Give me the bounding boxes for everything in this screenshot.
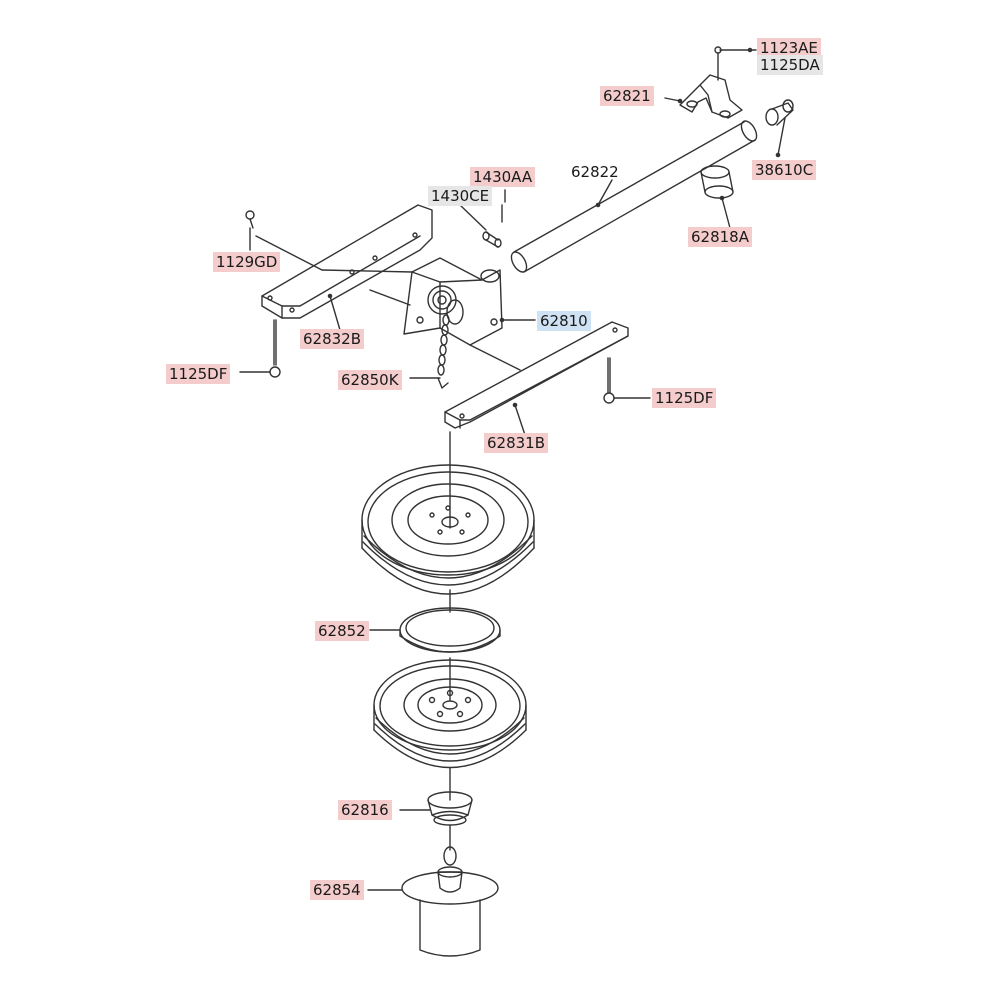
bolt-1129gd <box>245 210 255 251</box>
label-62816[interactable]: 62816 <box>338 800 392 820</box>
label-62854[interactable]: 62854 <box>310 880 364 900</box>
bolt-1125df-left <box>239 319 281 378</box>
bushing-62818a <box>700 165 734 229</box>
label-62821[interactable]: 62821 <box>600 86 654 106</box>
cap-62816 <box>399 791 473 826</box>
label-62852[interactable]: 62852 <box>315 621 369 641</box>
label-1125df-left[interactable]: 1125DF <box>166 364 231 384</box>
winch-62810 <box>321 257 536 346</box>
rail-62832b <box>255 204 433 331</box>
label-1430aa[interactable]: 1430AA <box>470 167 536 187</box>
label-1123ae[interactable]: 1123AE <box>757 38 821 58</box>
bolt-1125df-right <box>603 357 651 404</box>
label-1125df-right[interactable]: 1125DF <box>652 388 717 408</box>
hook-62854 <box>367 846 499 957</box>
pin-1430ce <box>459 204 502 248</box>
bolt-1123ae <box>714 46 757 81</box>
bracket-62821 <box>664 74 743 119</box>
spare-tire-lower <box>373 659 527 769</box>
rail-62831b <box>444 321 629 436</box>
label-62810[interactable]: 62810 <box>537 311 591 331</box>
spare-tire-upper <box>361 464 535 595</box>
fitting-38610c <box>765 99 794 158</box>
label-1129gd[interactable]: 1129GD <box>213 252 281 272</box>
label-1125da[interactable]: 1125DA <box>757 55 823 75</box>
plate-62852 <box>369 607 501 653</box>
chain-62850k <box>409 314 450 389</box>
label-62832b[interactable]: 62832B <box>300 329 365 349</box>
label-1430ce[interactable]: 1430CE <box>428 186 493 206</box>
label-62831b[interactable]: 62831B <box>484 433 549 453</box>
pin-1430aa <box>501 189 506 223</box>
label-62818a[interactable]: 62818A <box>688 227 752 247</box>
shaft-62822 <box>510 120 758 273</box>
label-38610c[interactable]: 38610C <box>752 160 817 180</box>
label-62850k[interactable]: 62850K <box>338 370 402 390</box>
label-62822[interactable]: 62822 <box>571 163 619 181</box>
